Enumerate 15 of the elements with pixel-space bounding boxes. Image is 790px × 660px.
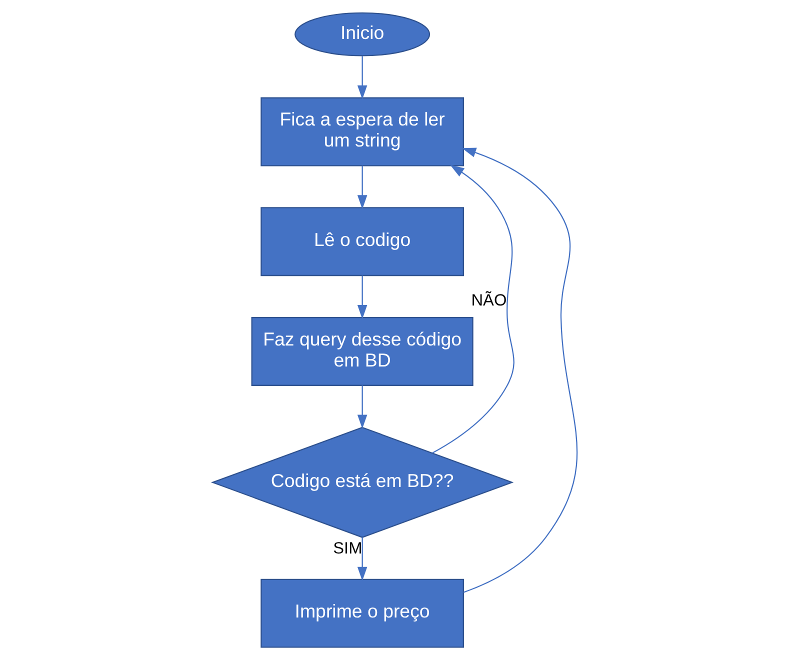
node-box: Lê o codigo	[260, 207, 464, 276]
arrow	[357, 385, 368, 429]
node-diamond: Codigo está em BD??	[210, 426, 514, 538]
arrow	[357, 166, 368, 210]
node-box: Imprime o preço	[260, 578, 464, 648]
arrow	[357, 56, 368, 100]
node-box: Fica a espera de ler um string	[260, 97, 464, 166]
edge-label: NÃO	[471, 291, 507, 310]
arrow	[357, 537, 368, 581]
edge-label: SIM	[333, 540, 362, 558]
arrow	[462, 148, 578, 593]
arrow	[432, 164, 514, 454]
node-ellipse: Inicio	[294, 12, 430, 56]
node-box: Faz query desse código em BD	[251, 317, 474, 386]
arrow	[357, 276, 368, 320]
